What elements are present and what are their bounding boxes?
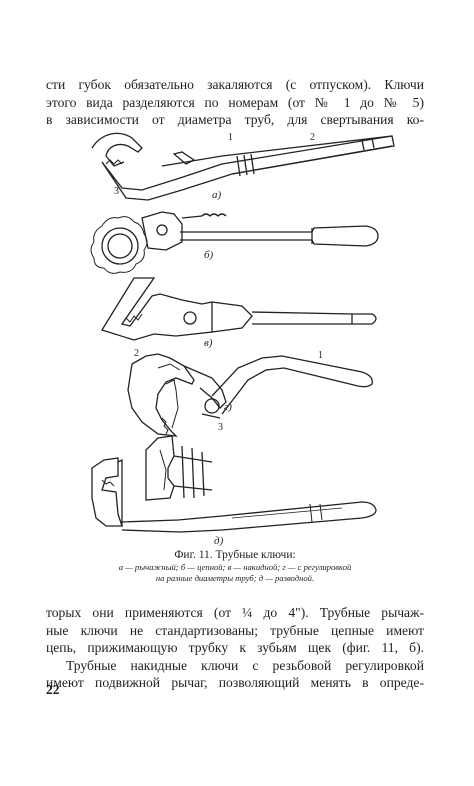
text-line: в зависимости от диаметра труб, для свер… [46, 112, 424, 127]
part-number: 2 [310, 132, 315, 143]
text-line: торых они применяются (от ¼ до 4"). Труб… [46, 605, 424, 620]
lever-wrench-drawing [91, 132, 395, 201]
caption-legend: а — рычажный; б — цепной; в — накидной; … [118, 562, 352, 572]
part-number: 3 [114, 186, 119, 197]
text-line: сти губок обязательно закаляются (с отпу… [46, 77, 424, 92]
part-number: 2 [134, 348, 139, 359]
caption-legend: на разные диаметры труб; д — разводной. [155, 572, 315, 583]
hinged-wrench-drawing [101, 277, 377, 341]
adjustable-wrench-drawing [127, 353, 373, 437]
figure-caption: Фиг. 11. Трубные ключи: а — рычажный; б … [46, 548, 424, 583]
text-line: Трубные накидные ключи с резьбовой регул… [66, 657, 424, 673]
subfig-label: г) [224, 401, 232, 413]
caption-title: Фиг. 11. Трубные ключи: [174, 549, 296, 561]
subfig-label: б) [204, 249, 214, 261]
stillson-wrench-drawing [91, 435, 377, 533]
part-number: 1 [228, 132, 233, 143]
subfig-label: а) [212, 189, 222, 201]
chain-wrench-drawing [90, 211, 379, 274]
text-line: цепь, прижимающую трубку к зубьям щек (ф… [46, 640, 424, 655]
subfig-label: в) [204, 337, 213, 349]
page-number: 22 [46, 682, 60, 697]
part-number: 3 [218, 422, 223, 433]
subfig-label: д) [214, 535, 224, 547]
part-number: 1 [318, 350, 323, 361]
text-line: имеют подвижной рычаг, позволяющий менят… [46, 675, 424, 690]
bottom-text: торых они применяются (от ¼ до 4"). Труб… [46, 604, 424, 692]
text-line: этого вида разделяются по номерам (от № … [46, 94, 424, 110]
pipe-wrenches-figure: а) б) в) г) д) 1 2 3 1 2 3 [90, 132, 395, 547]
top-paragraph: сти губок обязательно закаляются (с отпу… [46, 76, 424, 129]
text-line: ные ключи не стандартизованы; трубные це… [46, 622, 424, 638]
